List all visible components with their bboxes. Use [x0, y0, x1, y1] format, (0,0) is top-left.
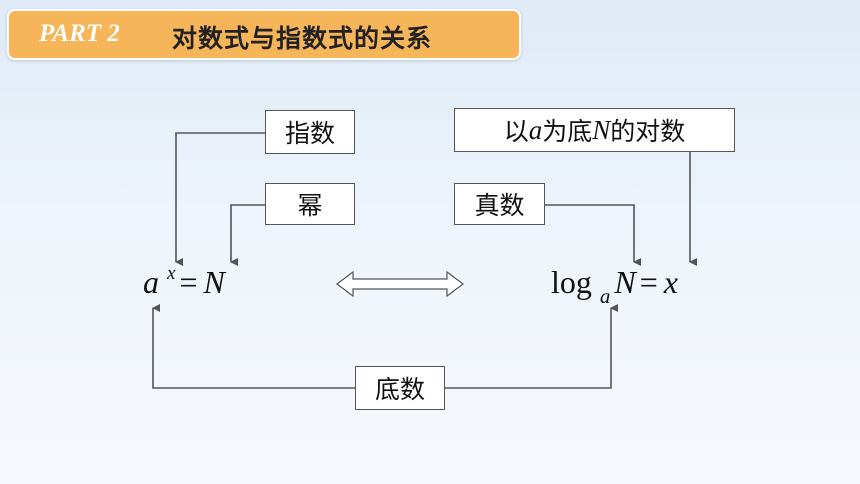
log-arg: N	[614, 264, 636, 300]
exp-exponent: x	[167, 263, 176, 284]
base-box: 底数	[355, 366, 445, 410]
power-connector	[230, 204, 265, 266]
log-base: a	[599, 284, 611, 308]
logarithm-label-a: a	[528, 114, 543, 145]
page-title: 对数式与指数式的关系	[172, 24, 433, 53]
part-label: PART 2	[39, 20, 120, 47]
antilog-box: 真数	[454, 183, 545, 225]
logarithm-label-prefix: 以	[503, 117, 529, 146]
exp-result: N	[203, 264, 225, 300]
log-equals: =	[639, 264, 658, 300]
exponent-connector	[175, 132, 265, 266]
log-word: log	[551, 264, 592, 300]
double-arrow-icon	[336, 270, 464, 298]
exponent-box: 指数	[265, 110, 355, 154]
exp-base: a	[143, 264, 159, 300]
exp-equals: =	[179, 264, 198, 300]
logarithm-label-N: N	[592, 114, 611, 145]
logarithm-label-mid: 为底	[542, 117, 593, 146]
antilog-label: 真数	[474, 191, 525, 220]
exponent-label: 指数	[284, 119, 335, 148]
power-box: 幂	[265, 183, 355, 225]
base-label: 底数	[374, 375, 425, 404]
title-banner: PART 2 对数式与指数式的关系	[7, 9, 521, 60]
logarithm-label-suffix: 的对数	[610, 117, 686, 146]
log-result: x	[663, 264, 678, 300]
base-connector-left	[152, 304, 355, 389]
antilog-connector	[545, 204, 641, 266]
base-connector-right	[445, 304, 618, 389]
power-label: 幂	[297, 191, 323, 220]
